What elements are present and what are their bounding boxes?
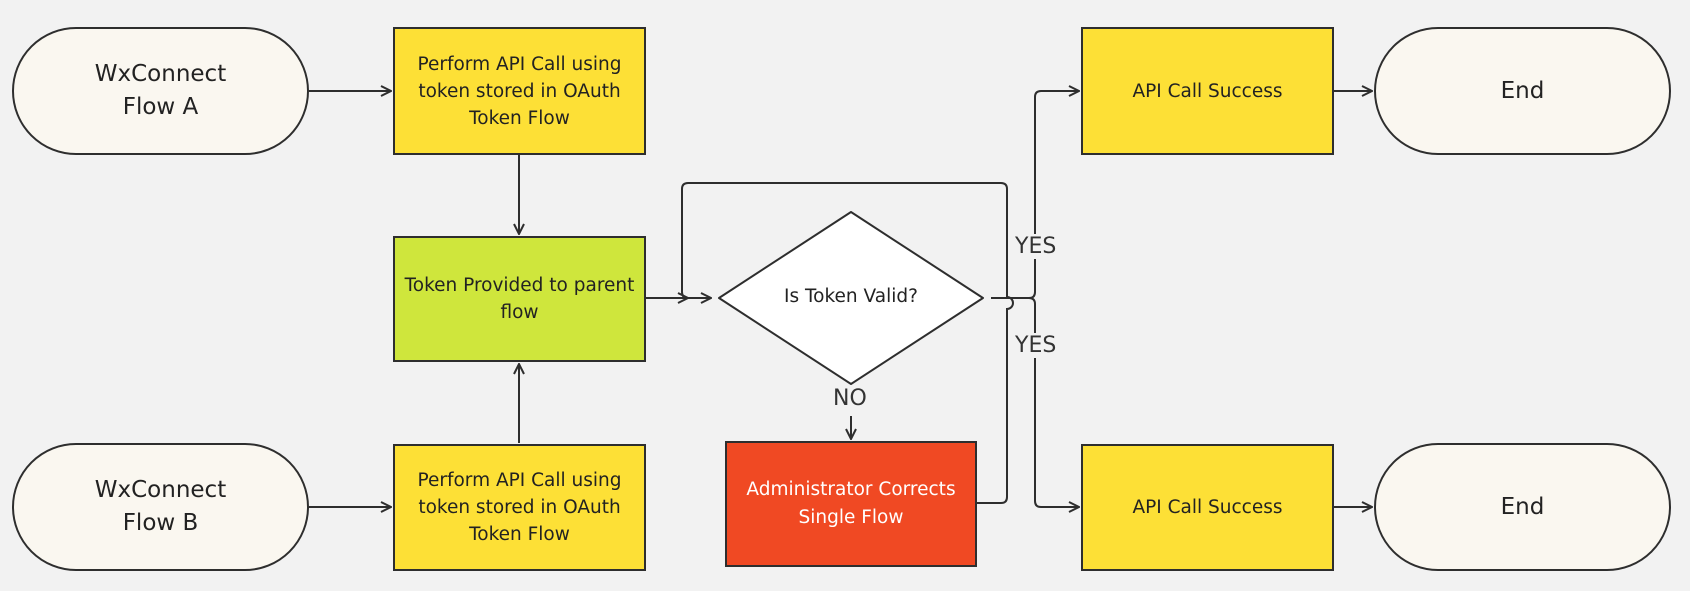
start-flow-a-line1: WxConnect	[94, 61, 227, 87]
decision-diamond	[718, 211, 984, 385]
token-provided-line1: Token Provided to parent	[404, 275, 635, 296]
api-success-bottom-label: API Call Success	[1132, 497, 1283, 518]
edge-label-no: NO	[831, 386, 869, 411]
api-call-a-line2: token stored in OAuth	[418, 80, 621, 102]
token-provided-box: Token Provided to parent flow	[393, 236, 646, 362]
edge-label-yes-top: YES	[1013, 234, 1059, 259]
api-call-a-line3: Token Flow	[469, 107, 570, 129]
end-terminal-bottom: End	[1374, 443, 1671, 571]
token-provided-line2: flow	[500, 302, 539, 323]
admin-corrects-line2: Single Flow	[798, 507, 904, 528]
end-top-label: End	[1500, 77, 1545, 104]
api-success-top-label: API Call Success	[1132, 80, 1283, 102]
admin-corrects-line1: Administrator Corrects	[746, 479, 956, 500]
api-call-b-line1: Perform API Call using	[417, 470, 622, 491]
start-flow-a-line2: Flow A	[122, 94, 199, 120]
api-success-box-bottom: API Call Success	[1081, 444, 1334, 571]
start-flow-b-line2: Flow B	[122, 510, 199, 536]
edge-label-yes-bottom: YES	[1013, 333, 1059, 358]
api-call-b-line2: token stored in OAuth	[418, 497, 621, 518]
edge-admin-loop-to-decision	[682, 182, 1014, 504]
api-call-b-line3: Token Flow	[469, 524, 570, 545]
end-terminal-top: End	[1374, 27, 1671, 155]
api-call-a-line1: Perform API Call using	[417, 53, 622, 75]
start-flow-b: WxConnect Flow B	[12, 443, 309, 571]
api-success-box-top: API Call Success	[1081, 27, 1334, 155]
start-flow-b-line1: WxConnect	[94, 477, 227, 503]
end-bottom-label: End	[1500, 493, 1545, 520]
decision-label: Is Token Valid?	[784, 286, 918, 307]
edge-decision-yes-bottom	[1028, 297, 1079, 507]
admin-corrects-box: Administrator Corrects Single Flow	[725, 441, 977, 567]
api-call-box-a: Perform API Call using token stored in O…	[393, 27, 646, 155]
api-call-box-b: Perform API Call using token stored in O…	[393, 444, 646, 571]
start-flow-a: WxConnect Flow A	[12, 27, 309, 155]
edge-decision-yes-top	[991, 91, 1079, 299]
